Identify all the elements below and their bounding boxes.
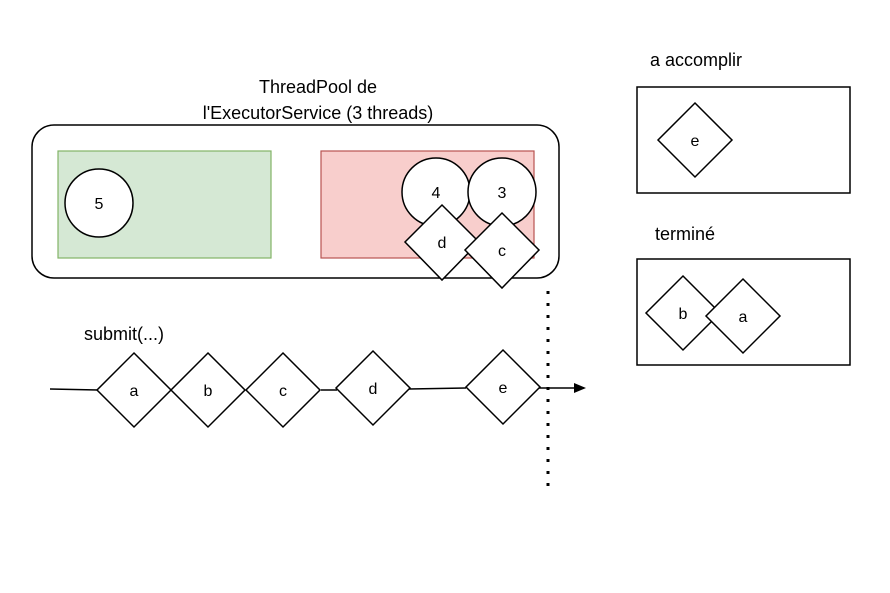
task-label: c (498, 243, 506, 260)
task-label: c (279, 383, 287, 400)
thread-label: 4 (432, 185, 441, 202)
task-label: d (369, 381, 378, 398)
task-label: b (204, 383, 213, 400)
task-label: a (130, 383, 139, 400)
thread-label: 5 (95, 196, 104, 213)
task-diamond (95, 351, 173, 429)
timeline-line (49, 388, 99, 391)
task-diamond (334, 349, 412, 427)
task-diamond (656, 101, 734, 179)
task-label: e (499, 380, 508, 397)
task-label: d (438, 235, 447, 252)
timeline-line (408, 387, 467, 390)
submit-label: submit(...) (84, 324, 164, 344)
pool-title-line2: l'ExecutorService (3 threads) (203, 103, 434, 123)
task-diamond (464, 348, 542, 426)
task-diamond (169, 351, 247, 429)
task-diamond (704, 277, 782, 355)
done-title: terminé (655, 224, 715, 244)
task-diamond (403, 203, 481, 282)
thread-circle (64, 168, 134, 238)
task-label: b (679, 306, 688, 323)
task-diamond (463, 211, 541, 290)
task-label: e (691, 133, 700, 150)
task-diamond (244, 351, 322, 429)
thread-label: 3 (498, 185, 507, 202)
task-diamond (644, 274, 722, 352)
pool-title-line1: ThreadPool de (259, 77, 377, 97)
task-label: a (739, 309, 748, 326)
todo-title: a accomplir (650, 50, 742, 70)
